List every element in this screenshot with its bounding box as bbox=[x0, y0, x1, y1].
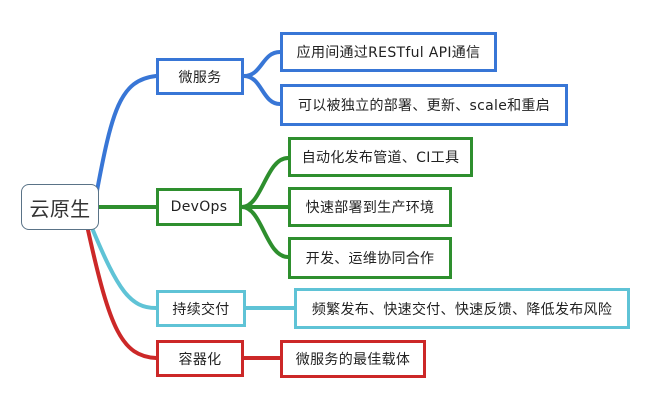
link-devops-child-1 bbox=[240, 156, 290, 209]
branch-devops[interactable]: DevOps bbox=[156, 188, 242, 226]
branch-continuous-delivery[interactable]: 持续交付 bbox=[156, 290, 246, 327]
leaf-fast-deploy[interactable]: 快速部署到生产环境 bbox=[288, 187, 452, 227]
link-root-continuous-delivery bbox=[90, 226, 158, 310]
link-root-microservices bbox=[94, 74, 158, 198]
link-microservices-child-1 bbox=[242, 50, 282, 78]
link-microservices-child-2 bbox=[242, 74, 282, 106]
leaf-independent-deploy[interactable]: 可以被独立的部署、更新、scale和重启 bbox=[280, 84, 568, 126]
branch-microservices[interactable]: 微服务 bbox=[156, 58, 244, 95]
branch-containerization[interactable]: 容器化 bbox=[156, 340, 244, 377]
leaf-dev-ops-collaboration[interactable]: 开发、运维协同合作 bbox=[288, 237, 452, 279]
leaf-frequent-release[interactable]: 频繁发布、快速交付、快速反馈、降低发布风险 bbox=[294, 288, 630, 329]
link-root-containerization bbox=[86, 228, 158, 360]
leaf-restful-api[interactable]: 应用间通过RESTful API通信 bbox=[280, 32, 497, 72]
root-node[interactable]: 云原生 bbox=[21, 184, 99, 230]
link-devops-child-3 bbox=[240, 205, 290, 259]
leaf-ci-pipeline[interactable]: 自动化发布管道、CI工具 bbox=[288, 137, 473, 177]
leaf-microservice-carrier[interactable]: 微服务的最佳载体 bbox=[280, 340, 426, 378]
